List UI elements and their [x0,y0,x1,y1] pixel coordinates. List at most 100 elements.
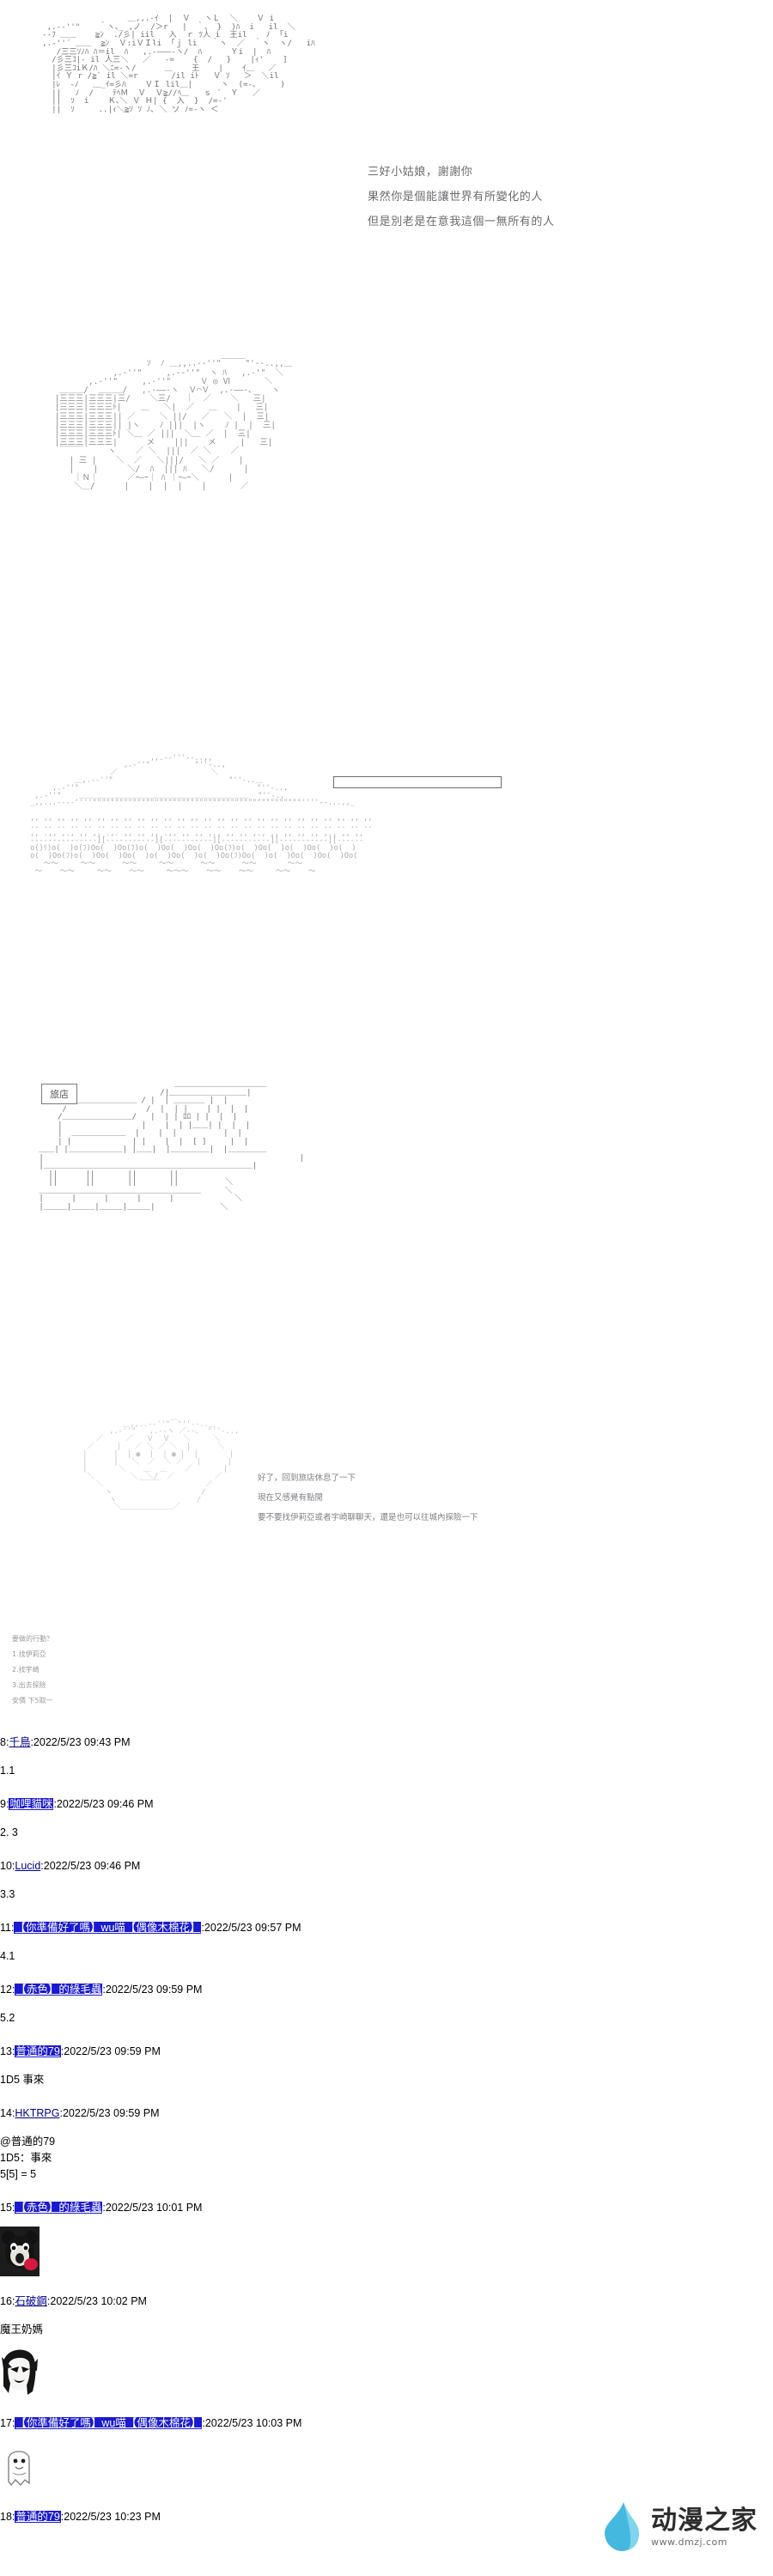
comment-header: 18:普通的79:2022/5/23 10:23 PM [0,2509,773,2525]
comment-body: 4.1 [0,1950,15,1962]
action-choice-notes: 要做的行動？ 1.找伊莉亞 2.找宇崎 3.出去探險 安價 下5取一 [12,1631,53,1709]
comment-body: 5.2 [0,2012,15,2024]
comment-index: 18: [0,2511,15,2523]
water-drop-icon [605,2502,639,2551]
comment-index: 13: [0,2045,15,2057]
comment-item: 13:普通的79:2022/5/23 09:59 PM 1D5 事來 [0,2044,773,2105]
comment-username-link[interactable]: 千鳥 [9,1736,31,1748]
note-line: 要做的行動？ [12,1635,53,1643]
comment-index: 14: [0,2107,15,2119]
comment-header: 12:【赤色】的綠毛蟲:2022/5/23 09:59 PM [0,1982,773,1998]
comment-index: 15: [0,2202,15,2214]
speech-text-panel-5: 好了，回到旅店休息了一下 現在又感覺有點閒 要不要找伊莉亞或者宇崎聊聊天，還是也… [258,1468,739,1528]
comment-body: 魔王奶媽 [0,2324,44,2336]
comment-index: 16: [0,2295,15,2307]
comment-username-link[interactable]: Lucid [15,1860,41,1872]
ascii-art-5: ＿,,..-‐''"￣"''‐-..＿ ,.-''" ,.-‐ヽ ／‐-､ "'… [82,1419,240,1512]
speech-line: 果然你是個能讓世界有所變化的人 [368,191,544,204]
comment-item: 16:石破鋼:2022/5/23 10:02 PM 魔王奶媽 [0,2293,773,2415]
comment-header: 9:咖哩貓咪:2022/5/23 09:46 PM [0,1796,773,1813]
note-line: 2.找宇崎 [12,1666,40,1674]
site-watermark: 动漫之家 www.dmzj.com [600,2500,758,2554]
comment-item: 9:咖哩貓咪:2022/5/23 09:46 PM 2. 3 [0,1796,773,1858]
comment-index: 10: [0,1860,15,1872]
comment-index: 12: [0,1984,15,1996]
watermark-url: www.dmzj.com [651,2536,727,2548]
comment-header: 13:普通的79:2022/5/23 09:59 PM [0,2044,773,2060]
ghost-thumbnail[interactable] [0,2442,40,2492]
comment-username-link[interactable]: 【赤色】的綠毛蟲 [15,1984,103,1996]
speech-line: 三好小姑娘，謝謝你 [368,166,473,179]
comment-spacer [0,1779,773,1796]
comment-username-link[interactable]: 石破鋼 [15,2295,47,2307]
watermark-text: 动漫之家 www.dmzj.com [651,2505,758,2548]
comment-username-link[interactable]: 【赤色】的綠毛蟲 [15,2202,103,2214]
comment-body: 1D5 事來 [0,2074,45,2086]
comment-header: 10:Lucid:2022/5/23 09:46 PM [0,1858,773,1874]
ascii-art-3: ,,.-‐'''‐-..,, ,.-''" "''-.., ／ ＼ ＿,.-‐'… [30,753,373,876]
comment-spacer [0,2183,773,2200]
comment-spacer [0,2026,773,2044]
comment-item: 8:千鳥:2022/5/23 09:43 PM 1.1 [0,1735,773,1796]
speech-line: 要不要找伊莉亞或者宇崎聊聊天，還是也可以往城內探險一下 [258,1513,478,1522]
comment-timestamp: :2022/5/23 09:57 PM [201,1922,301,1934]
comment-timestamp: :2022/5/23 09:43 PM [30,1736,131,1748]
watermark-title: 动漫之家 [651,2505,758,2536]
comment-item: 11:【你準備好了嗎】wu喵【偶像木棉花】:2022/5/23 09:57 PM… [0,1920,773,1982]
ascii-art-1: ＿,,.-ｲ | Ｖ ヽＬ ＼ Ｖ i ,.-‐''" ｀ヽ､_ ,ノ /＞r … [42,14,315,114]
ascii-art-panel-3: ,,.-‐'''‐-..,, ,.-''" "''-.., ／ ＼ ＿,.-‐'… [0,713,773,1056]
comment-timestamp: :2022/5/23 10:02 PM [46,2295,147,2307]
comment-body: 1.1 [0,1765,15,1777]
ascii-art-panel-5: ＿,,..-‐''"￣"''‐-..＿ ,.-''" ,.-‐ヽ ／‐-､ "'… [0,1408,773,1692]
comment-spacer [0,1965,773,1982]
comment-spacer [0,2398,773,2415]
comment-item: 14:HKTRPG:2022/5/23 09:59 PM@普通的79 1D5：事… [0,2105,773,2200]
comment-timestamp: :2022/5/23 09:46 PM [40,1860,141,1872]
ascii-art-4: ＿＿＿＿＿＿＿＿＿＿＿＿ /|＿＿＿＿＿＿＿＿＿＿| ＿＿＿＿＿＿＿＿＿ / |… [39,1080,305,1212]
note-line: 3.出去探險 [12,1681,46,1689]
comment-username-link[interactable]: HKTRPG [15,2107,60,2119]
comment-spacer [0,1841,773,1858]
ascii-art-panel-4: ＿＿＿＿＿＿＿＿＿＿＿＿ /|＿＿＿＿＿＿＿＿＿＿| ＿＿＿＿＿＿＿＿＿ / |… [0,1056,773,1408]
kumamon-thumbnail[interactable] [0,2227,40,2276]
comment-item: 17:【你準備好了嗎】wu喵【偶像木棉花】:2022/5/23 10:03 PM [0,2415,773,2509]
speech-text-panel-1: 三好小姑娘，謝謝你 果然你是個能讓世界有所變化的人 但是別老是在意我這個一無所有… [368,160,737,234]
comment-header: 11:【你準備好了嗎】wu喵【偶像木棉花】:2022/5/23 09:57 PM [0,1920,773,1936]
comment-spacer [0,1903,773,1920]
speech-line: 現在又感覺有點閒 [258,1493,324,1503]
comment-timestamp: :2022/5/23 10:01 PM [102,2202,203,2214]
comment-spacer [0,2088,773,2105]
comment-timestamp: :2022/5/23 10:23 PM [60,2511,161,2523]
ascii-art-2: ｿ ﾉ ＿,,..-‐''"￣￣￣"'‐-..,,＿ ,.-''" ,.-‐''… [54,359,293,492]
comment-spacer [0,2276,773,2293]
comment-body: @普通的79 1D5：事來 5[5] = 5 [0,2136,56,2180]
comment-header: 8:千鳥:2022/5/23 09:43 PM [0,1735,773,1751]
anime-girl-thumbnail[interactable] [0,2348,40,2398]
comment-header: 17:【你準備好了嗎】wu喵【偶像木棉花】:2022/5/23 10:03 PM [0,2415,773,2432]
note-line: 1.找伊莉亞 [12,1650,46,1658]
ascii-art-panel-2: ｿ ﾉ ＿,,..-‐''"￣￣￣"'‐-..,,＿ ,.-''" ,.-‐''… [0,343,773,670]
comment-username-link[interactable]: 【你準備好了嗎】wu喵【偶像木棉花】 [15,2417,203,2429]
speech-line: 好了，回到旅店休息了一下 [258,1473,356,1483]
speech-bubble-panel-3 [333,776,502,788]
comment-username-link[interactable]: 【你準備好了嗎】wu喵【偶像木棉花】 [14,1922,202,1934]
comment-timestamp: :2022/5/23 09:59 PM [60,2045,161,2057]
comment-header: 15:【赤色】的綠毛蟲:2022/5/23 10:01 PM [0,2200,773,2216]
comment-item: 15:【赤色】的綠毛蟲:2022/5/23 10:01 PM [0,2200,773,2293]
comment-item: 12:【赤色】的綠毛蟲:2022/5/23 09:59 PM 5.2 [0,1982,773,2044]
comment-timestamp: :2022/5/23 09:46 PM [53,1798,154,1810]
comment-index: 11: [0,1922,15,1934]
inn-label: 旅店 [41,1084,77,1104]
note-line: 安價 下5取一 [12,1697,53,1704]
ascii-art-panel-1: ＿,,.-ｲ | Ｖ ヽＬ ＼ Ｖ i ,.-‐''" ｀ヽ､_ ,ノ /＞r … [0,0,773,326]
comment-username-link[interactable]: 咖哩貓咪 [9,1798,54,1810]
comment-index: 8: [0,1736,9,1748]
comment-index: 9: [0,1798,9,1810]
comment-username-link[interactable]: 普通的79 [15,2045,61,2057]
comment-item: 18:普通的79:2022/5/23 10:23 PM [0,2509,773,2543]
comment-username-link[interactable]: 普通的79 [15,2511,61,2523]
comment-body: 2. 3 [0,1826,18,1838]
